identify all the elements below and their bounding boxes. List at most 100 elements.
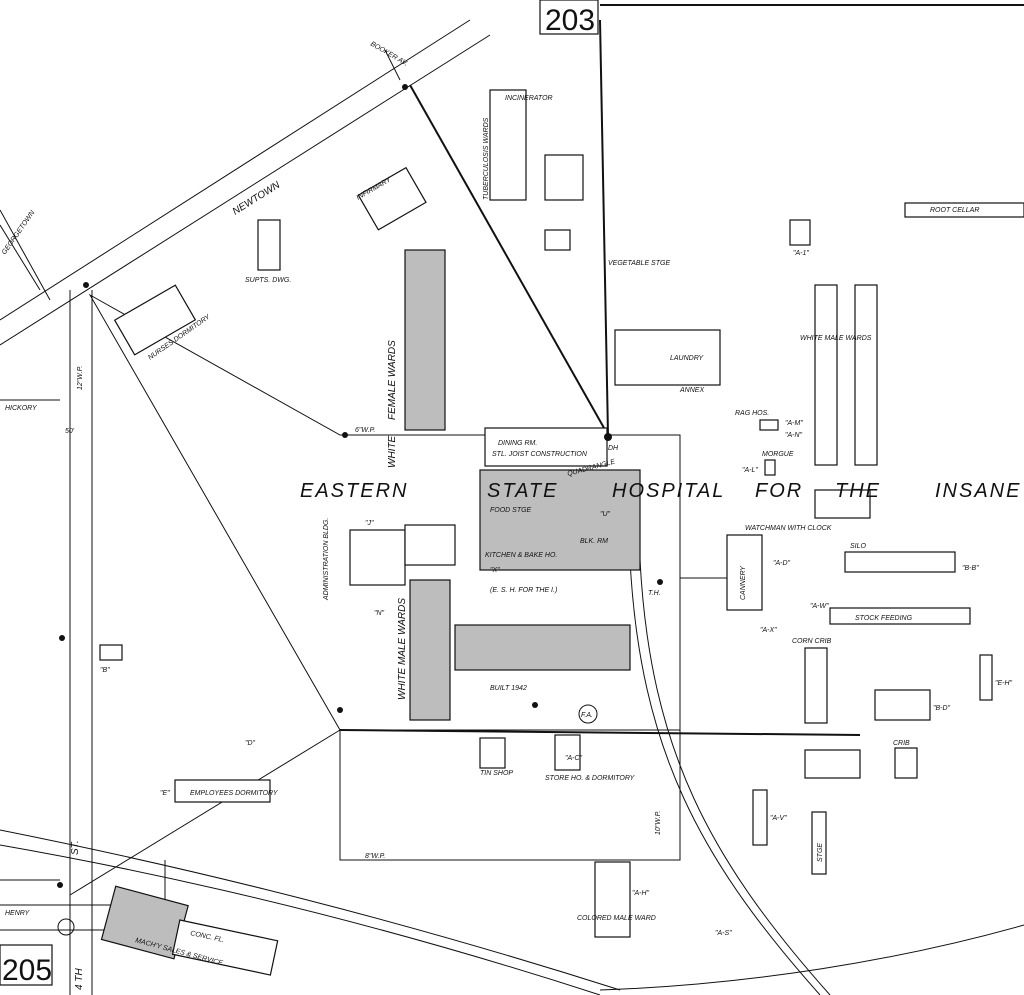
south-ward (454, 624, 631, 671)
nurses-dorm (113, 284, 197, 356)
letter-j: "J" (365, 520, 374, 527)
barn-bb (844, 551, 956, 573)
letter-bd: "B-D" (933, 705, 951, 712)
letter-n: "N" (374, 610, 385, 617)
white-male-wards-east-b (854, 284, 878, 466)
crib-bldg (894, 747, 918, 779)
morgue-bldg (764, 459, 776, 476)
label-morgue: MORGUE (762, 451, 794, 458)
label-tb: TUBERCULOSIS WARDS (483, 117, 490, 200)
label-tin-shop: TIN SHOP (480, 770, 513, 777)
sheet-number-box-205 (0, 944, 53, 986)
letter-aw: "A-W" (810, 603, 829, 610)
bldg-av (752, 789, 768, 846)
service-bldg (171, 919, 279, 976)
letter-x: "X" (490, 567, 500, 574)
fourth-street (69, 290, 93, 995)
title-hospital: HOSPITAL (612, 480, 725, 502)
label-laundry: LAUNDRY (670, 355, 705, 362)
label-annex: ANNEX (679, 387, 704, 394)
label-blk-rm: BLK. RM (580, 538, 608, 545)
railroad (0, 559, 1024, 995)
stge-bldg (811, 811, 827, 875)
booker-av (384, 49, 401, 81)
letter-u: "U" (600, 511, 611, 518)
pipe-label-8wp: 8"W.P. (365, 853, 385, 860)
title-the: THE (835, 480, 881, 502)
letter-ac: "A-C" (565, 755, 583, 762)
label-dining: DINING RM. (498, 440, 537, 447)
label-crib: CRIB (893, 740, 910, 747)
letter-ax: "A-X" (760, 627, 777, 634)
label-admin: ADMINISTRATION BLDG. (323, 518, 330, 601)
letter-av: "A-V" (770, 815, 787, 822)
carpenter-shop (814, 489, 871, 519)
letter-ad: "A-D" (773, 560, 791, 567)
pipe-label-6wp: 6"W.P. (355, 427, 375, 434)
label-silo: SILO (850, 543, 867, 550)
admin-bldg (349, 529, 406, 586)
label-employees: EMPLOYEES DORMITORY (190, 790, 279, 797)
bldg-eh (979, 654, 993, 701)
tin-shop-bldg (479, 737, 506, 769)
bldg-cb (804, 749, 861, 779)
newtown-road (0, 19, 491, 346)
rag-house (759, 419, 779, 431)
bldg-ah (804, 647, 828, 724)
cannery-bldg (726, 534, 763, 611)
title-for: FOR (755, 480, 803, 502)
laundry-bldg (614, 329, 721, 386)
dining-room (484, 427, 608, 467)
label-rag: RAG HOS. (735, 410, 769, 417)
sheet-number-box-203 (539, 0, 599, 35)
label-white: WHITE (387, 435, 398, 468)
tb-wards (489, 89, 527, 201)
title-insane: INSANE (935, 480, 1021, 502)
label-food-stge: FOOD STGE (490, 507, 532, 514)
white-male-wards-east-a (814, 284, 838, 466)
pipe-label-10wp: 10"W.P. (655, 811, 662, 835)
street-booker: BOOKER AV. (369, 41, 409, 68)
root-cellar-bldg (904, 202, 1024, 218)
street-georgetown: GEORGETOWN (1, 209, 37, 256)
label-white-male-wards-w: WHITE MALE WARDS (397, 598, 408, 700)
label-female-wards: FEMALE WARDS (387, 340, 398, 420)
buildings (99, 89, 1024, 976)
title-state: STATE (487, 480, 558, 502)
sheet-number-203: 203 (545, 4, 595, 37)
water-pipes (69, 4, 1024, 896)
georgetown-road (0, 209, 51, 301)
label-watchman: WATCHMAN WITH CLOCK (745, 525, 832, 532)
hydrant-label-th: T.H. (648, 590, 661, 597)
white-male-wards-west (409, 579, 451, 721)
label-store-ho: STORE HO. & DORMITORY (545, 775, 636, 782)
female-wards-bldg (404, 249, 446, 431)
label-white-male-wards-e: WHITE MALE WARDS (800, 335, 872, 342)
hickory-distance: 50' (65, 428, 75, 435)
offices (544, 154, 584, 201)
employees-dorm (174, 779, 271, 803)
colored-male-ward-bldg (594, 861, 631, 938)
label-colored-ward: COLORED MALE WARD (577, 915, 656, 922)
admin-connector (404, 524, 456, 566)
letter-as: "A-S" (715, 930, 732, 937)
fire-alarm-marker-henry (57, 918, 75, 936)
label-incinerator: INCINERATOR (505, 95, 553, 102)
letter-al: "A-L" (742, 467, 758, 474)
title-eastern: EASTERN (300, 480, 408, 502)
hickory-edges (0, 399, 60, 881)
letter-am: "A-M" (785, 420, 803, 427)
label-stock-feeding: STOCK FEEDING (855, 615, 913, 622)
fire-alarm-label: F.A. (581, 712, 593, 719)
streets (0, 19, 491, 995)
letter-b: "B" (100, 667, 110, 674)
letter-bb: "B-B" (962, 565, 979, 572)
street-st: ST. (70, 840, 81, 855)
hydrant-label-dh: DH (608, 445, 619, 452)
bldg-s (544, 229, 571, 251)
hydrants (57, 84, 663, 888)
fire-alarm-marker (578, 704, 598, 724)
letter-an: "A-N" (785, 432, 803, 439)
letter-d: "D" (245, 740, 256, 747)
